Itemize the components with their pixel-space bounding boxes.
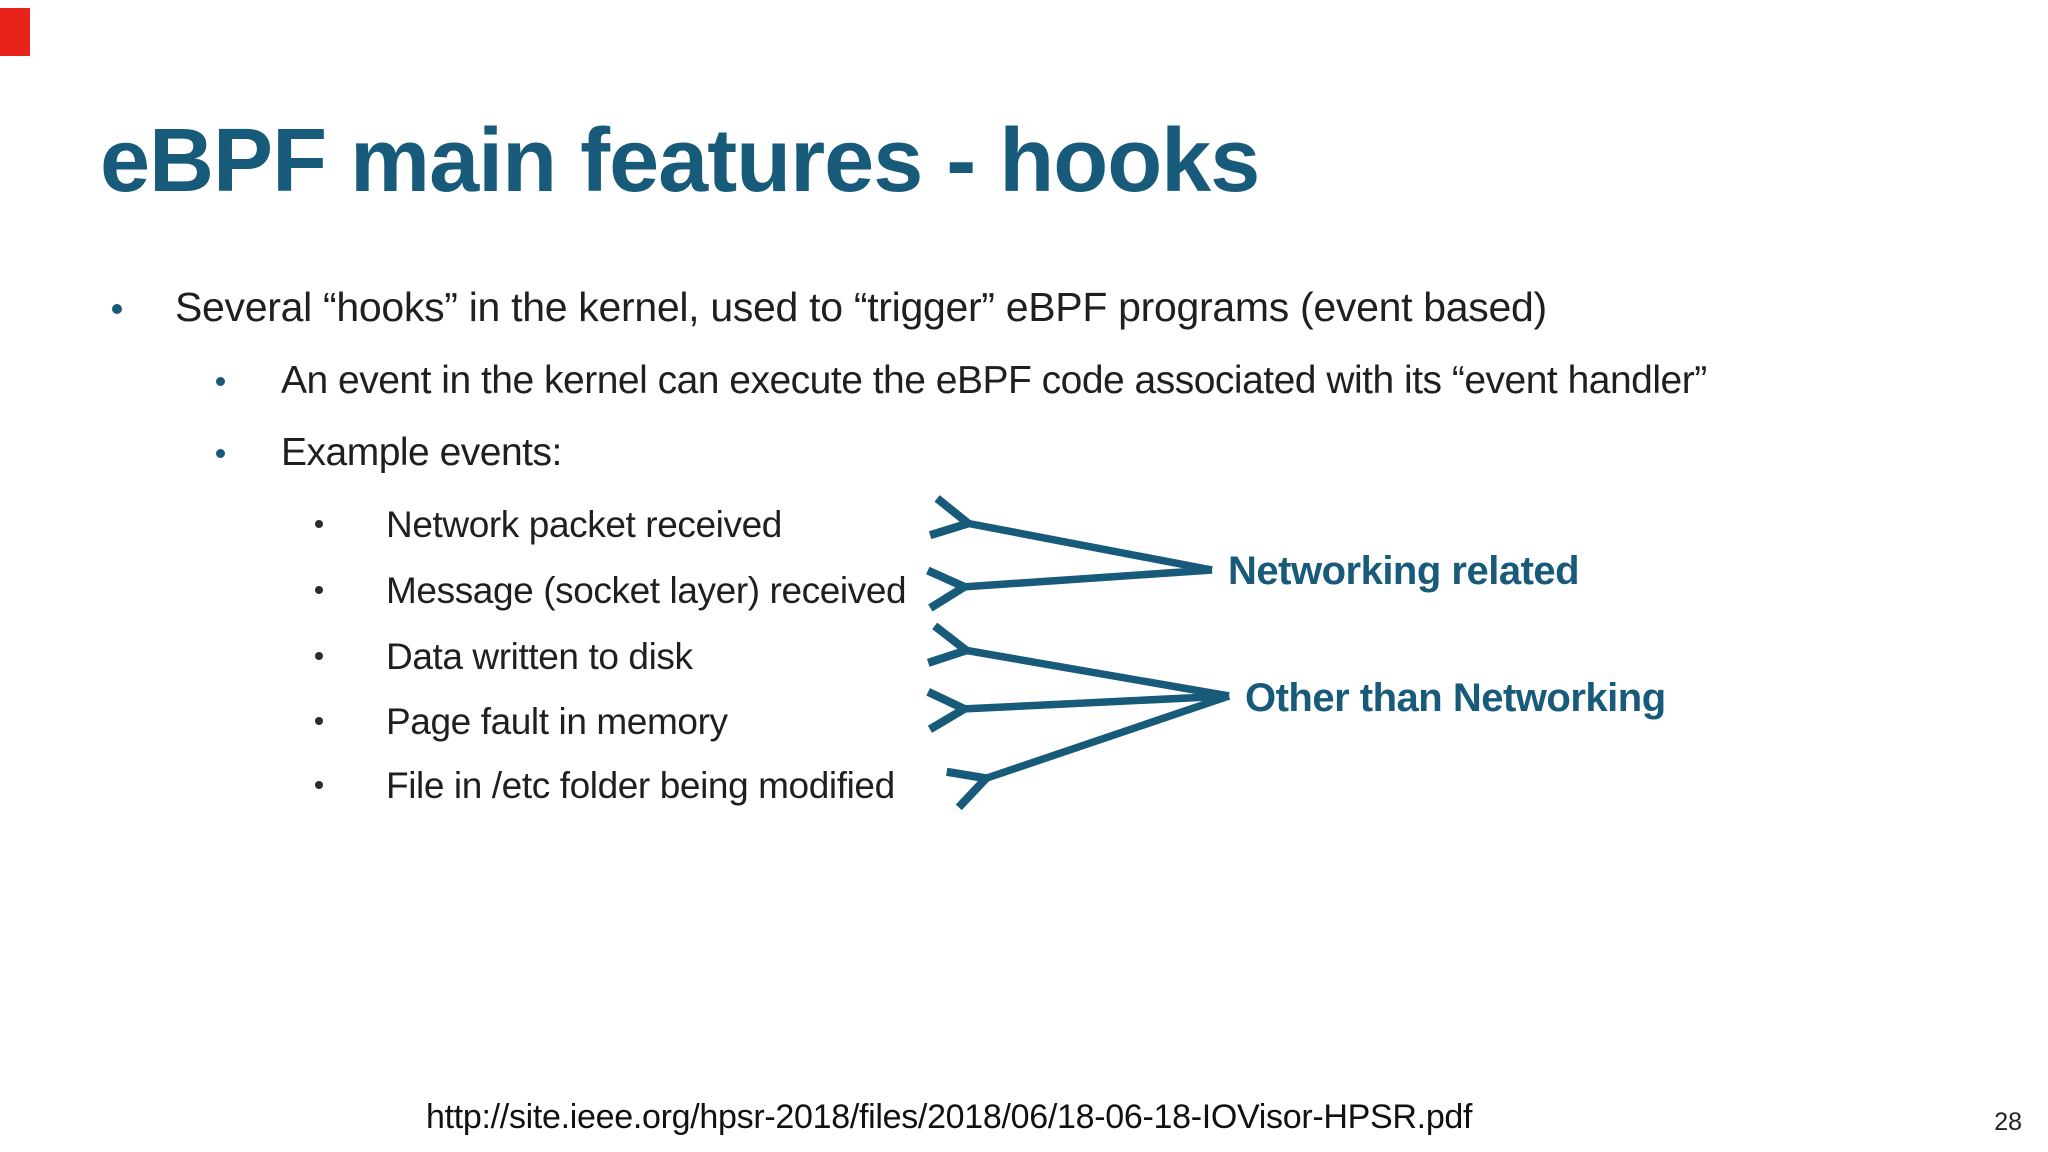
- arrow-networking-2: [962, 566, 1213, 587]
- bullet-level1: Several “hooks” in the kernel, used to “…: [175, 284, 1547, 330]
- bullet-dot-level1: [112, 304, 122, 314]
- arrow-other-3: [984, 692, 1231, 779]
- source-url: http://site.ieee.org/hpsr-2018/files/201…: [426, 1098, 1473, 1136]
- recording-marker: [0, 8, 30, 56]
- arrow-other-2: [962, 696, 1230, 709]
- label-other-than-networking: Other than Networking: [1245, 676, 1666, 720]
- bullet-dot-level3: [315, 586, 323, 594]
- event-item-network-packet: Network packet received: [386, 504, 782, 545]
- bullet-level2-example-events: Example events:: [281, 431, 562, 474]
- slide-title: eBPF main features - hooks: [100, 111, 1260, 212]
- bullet-dot-level2: [216, 449, 225, 458]
- label-networking-related: Networking related: [1228, 549, 1580, 593]
- bullet-dot-level3: [315, 781, 323, 789]
- page-number: 28: [1994, 1108, 2022, 1136]
- bullet-dot-level3: [315, 717, 323, 725]
- bullet-dot-level3: [315, 520, 323, 528]
- bullet-level2-event-handler: An event in the kernel can execute the e…: [281, 359, 1707, 402]
- event-item-file-etc-modified: File in /etc folder being modified: [386, 765, 895, 806]
- event-item-message-socket: Message (socket layer) received: [386, 570, 907, 611]
- event-item-page-fault: Page fault in memory: [386, 701, 728, 742]
- bullet-dot-level2: [216, 377, 225, 386]
- arrow-other-1: [964, 650, 1230, 700]
- arrow-networking-1: [966, 523, 1213, 574]
- event-item-data-written: Data written to disk: [386, 636, 693, 677]
- bullet-dot-level3: [315, 652, 323, 660]
